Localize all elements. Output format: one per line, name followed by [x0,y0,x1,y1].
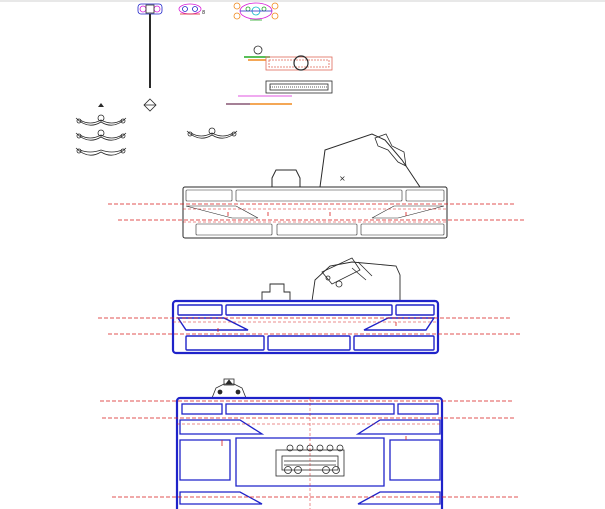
elevation-2-hull [171,299,440,355]
scroll-ornament-2 [75,129,127,141]
scroll-ornament-3 [75,147,127,156]
emblem-detail-1: 8 [178,3,205,16]
ornament-details: 8 [75,2,333,156]
emblem-detail-2 [233,2,279,21]
pole-detail [137,3,163,88]
plan-view [100,378,520,509]
spade-mark [98,103,104,107]
sign-panel [265,55,333,71]
elevation-1-hull [182,186,448,239]
side-elevation-2 [98,257,520,355]
dimension-ticks [217,212,407,446]
svg-text:8: 8 [202,10,205,16]
elevation-2-superstructure [261,261,401,302]
side-elevation-1: × [108,133,525,239]
elevation-1-x-mark: × [339,174,346,183]
scroll-ornament-1 [75,114,127,126]
plan-view-hull [175,396,444,509]
diamond-symbol [143,98,157,112]
plan-view-bow-marker [211,378,247,399]
scroll-ornament-4 [186,127,238,139]
elevation-2-crane [321,257,373,288]
grille-panel [265,80,333,94]
elevation-1-turret [374,133,407,167]
elevation-1-superstructure [185,133,446,188]
